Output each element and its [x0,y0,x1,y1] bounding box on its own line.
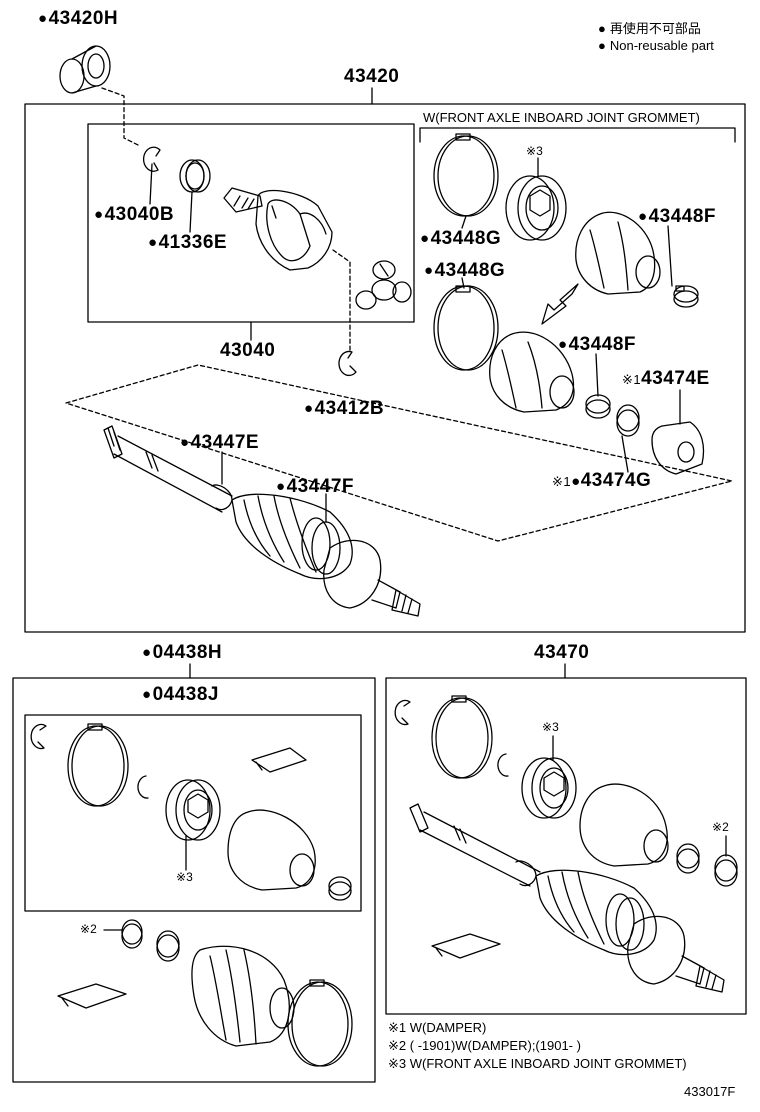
diagram-code: 433017F [684,1084,736,1099]
label-43412B[interactable]: 43412B [304,398,384,420]
kit-j-snapring [30,723,47,750]
kit-j-clamp-small [328,876,352,901]
part-43447-boot-outer [231,493,353,580]
dash-43412B [332,249,351,351]
kit-h-clamp-small-a [121,919,143,949]
dash-43420H [101,87,141,147]
label-43448G-a[interactable]: 43448G [420,228,501,250]
label-43474E[interactable]: 143474E [622,368,710,390]
kit-j-clamp-large [67,723,129,807]
arrow-install [541,283,579,325]
footnote-3: 3 W(FRONT AXLE INBOARD JOINT GROMMET) [388,1056,687,1072]
part-43412B-snapring [338,350,357,377]
mark-3-right: 3 [542,720,559,734]
label-43447F[interactable]: 43447F [276,476,354,498]
part-grommet-top [505,175,567,241]
label-43448F-a[interactable]: 43448F [638,206,716,228]
part-43040B-snapring [143,146,161,172]
part-outer-cv-joint [323,539,421,617]
p43470-snapring-small [497,753,509,777]
label-43447E[interactable]: 43447E [180,432,259,454]
legend-line-jp: 再使用不可部品 [598,18,701,37]
mark-3-left: 3 [176,870,193,884]
label-43448G-b[interactable]: 43448G [424,260,505,282]
kit-j-snapring-small [137,775,149,799]
part-41336E-ring [179,159,211,193]
kit-h-boot [191,945,295,1047]
mark-3-top: 3 [526,144,543,158]
p43470-clamp-large [431,695,493,779]
dash-assembly-outline [65,364,733,542]
part-43448G-clamp-mid [433,285,499,371]
label-43474G[interactable]: 1●43474G [552,470,651,492]
label-43040B[interactable]: 43040B [94,204,174,226]
leader-43448G-a [461,215,467,229]
label-43420H[interactable]: 43420H [38,8,118,30]
p43470-grommet [521,757,577,819]
kit-j-grommet [165,779,221,841]
legend-line-en: Non-reusable part [598,38,714,53]
part-tulip-housing [223,187,333,271]
footnote-1: 1 W(DAMPER) [388,1020,486,1036]
label-04438H[interactable]: 04438H [142,642,222,664]
frame-04438H [12,677,376,1083]
leader-43474G [621,435,629,473]
label-43420[interactable]: 43420 [344,66,400,87]
bracket-w-grommet [419,127,736,143]
kit-j-boot [227,809,316,891]
p43470-clamp-small-b [714,854,738,887]
kit-h-clamp-large [287,979,353,1067]
frame-43420 [24,103,746,633]
kit-h-grease-pack [57,983,127,1009]
kit-h-clamp-small-b [156,930,180,962]
part-drive-shaft [103,425,233,513]
part-43420H-drawing [59,45,111,94]
p43470-snapring [394,699,411,726]
label-41336E[interactable]: 41336E [148,232,227,254]
leader-43448F-b [595,353,599,397]
label-43448F-b[interactable]: 43448F [558,334,636,356]
label-04438J[interactable]: 04438J [142,684,219,706]
p43470-clamp-small-a [676,843,700,874]
part-43448F-clamp-mid [585,394,611,419]
w-header: W(FRONT AXLE INBOARD JOINT GROMMET) [423,110,700,125]
p43470-boot [579,783,669,867]
label-43470[interactable]: 43470 [534,642,590,663]
part-43448F-clamp-top [673,285,699,308]
mark-2-right: 2 [712,820,729,834]
part-tripod-spider [355,260,412,310]
p43470-grease-pack [431,933,501,959]
footnote-2: 2 ( -1901)W(DAMPER);(1901- ) [388,1038,581,1054]
leader-43040B [149,163,153,205]
p43470-outer-joint [627,915,725,993]
frame-43470 [385,677,747,1015]
kit-j-grease-pack [251,747,307,773]
p43470-boot-outer [535,869,657,956]
p43470-shaft [409,803,541,887]
leader-43448F-a [667,225,673,287]
frame-04438J [24,714,362,912]
leader-41336E [189,191,193,233]
label-43040[interactable]: 43040 [220,340,276,361]
mark-2-left: 2 [80,922,97,936]
part-boot-inboard-mid [489,331,575,413]
part-43474G-clamp [616,404,640,437]
part-43448G-clamp-top [433,133,499,217]
part-43474E-damper [651,421,705,475]
